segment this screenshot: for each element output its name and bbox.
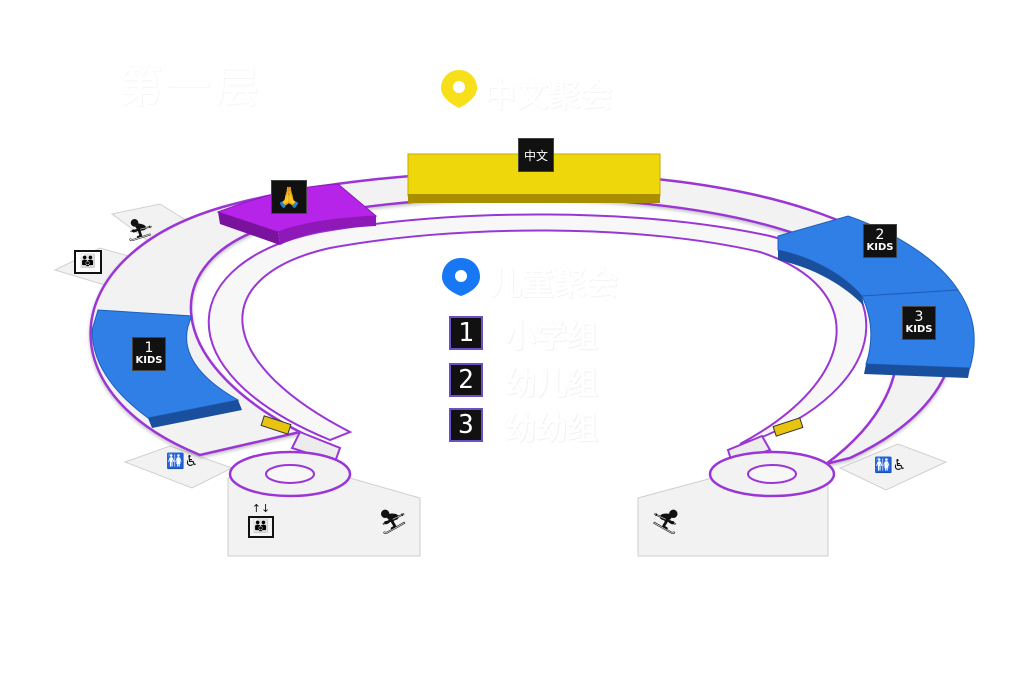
kids-1-badge: 1 KIDS [132, 337, 166, 371]
kids-label: KIDS [905, 324, 933, 335]
legend-item: 1 小学组 [449, 314, 598, 355]
door-right [772, 417, 804, 437]
floor-title: 第一层 [118, 61, 262, 112]
legend-item: 2 幼儿组 [449, 361, 598, 402]
legend-number: 2 [449, 363, 483, 397]
escalator-down-icon: ⛷ [650, 508, 681, 536]
pin-chinese-service [441, 70, 477, 108]
kids-3-badge: 3 KIDS [902, 306, 936, 340]
legend-item: 3 幼幼组 [449, 406, 598, 447]
lobby-right [637, 477, 829, 557]
chinese-service-title: 中文聚会 [484, 76, 613, 114]
praying-hands-icon: 🙏 [271, 180, 307, 214]
restroom-pad-right [838, 443, 948, 491]
children-service-title: 儿童聚会 [490, 264, 619, 302]
chinese-hall-badge: 中文 [518, 138, 554, 172]
restroom-icon: 👪 [74, 250, 102, 274]
rotunda-right [708, 450, 836, 498]
kids-number: 1 [144, 340, 154, 356]
restroom-accessible-icon: 🚻♿ [874, 456, 907, 474]
legend-number: 1 [449, 316, 483, 350]
legend-label: 幼儿组 [505, 365, 598, 402]
door-left [260, 415, 292, 435]
legend-label: 小学组 [505, 318, 598, 355]
elevator-icon: ↑↓ 👪 [248, 502, 274, 538]
kids-2-badge: 2 KIDS [863, 224, 897, 258]
legend-number: 3 [449, 408, 483, 442]
legend-label: 幼幼组 [505, 410, 598, 447]
kids-number: 2 [875, 227, 885, 243]
kids-label: KIDS [135, 355, 163, 366]
pin-children-service [442, 258, 480, 296]
kids-number: 3 [914, 309, 924, 325]
kids-label: KIDS [866, 242, 894, 253]
escalator-up-icon: ⛷ [378, 508, 409, 536]
restroom-accessible-icon: 🚻♿ [166, 452, 199, 470]
rotunda-left [228, 450, 352, 498]
